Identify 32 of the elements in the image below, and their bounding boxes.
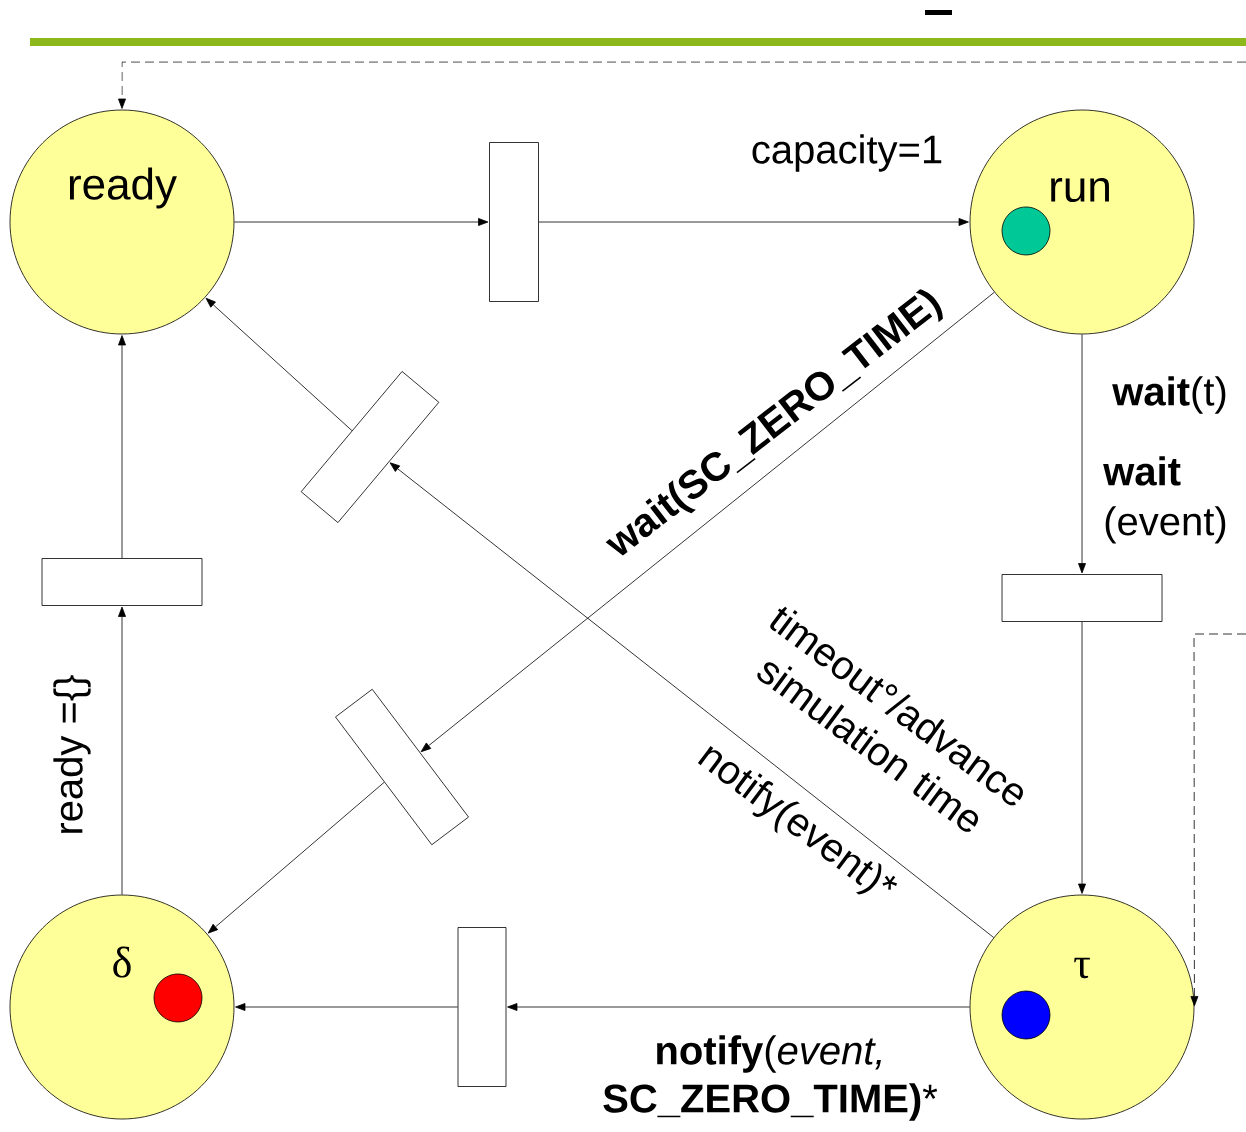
arrow xyxy=(118,61,1246,109)
arrow xyxy=(205,297,353,431)
transition-bar xyxy=(41,558,203,606)
place-label: ready xyxy=(69,167,177,209)
arrow xyxy=(234,218,489,226)
place-circle xyxy=(969,109,1195,335)
place-label: τ xyxy=(1074,957,1090,979)
transition-bar xyxy=(300,371,440,523)
transition-bar xyxy=(335,688,469,846)
place-label: δ xyxy=(113,946,131,978)
arrow xyxy=(118,335,126,559)
arrow xyxy=(420,291,995,753)
arrow xyxy=(1190,633,1246,1007)
edge-label: notify(event, SC_ZERO_TIME)* xyxy=(603,1035,938,1121)
arrow xyxy=(507,1003,970,1011)
arrow xyxy=(207,781,385,934)
arrow xyxy=(118,606,126,895)
arrow xyxy=(1078,334,1086,574)
annotation: wait (event) xyxy=(1103,456,1226,544)
arrow xyxy=(538,218,969,226)
arrow xyxy=(389,462,995,938)
arrow xyxy=(1078,621,1086,894)
transition-bar xyxy=(489,142,539,302)
edge-label: wait(t) xyxy=(1112,376,1226,414)
place-circle xyxy=(9,894,235,1120)
place-circle xyxy=(9,109,235,335)
edge-label: ready ={} xyxy=(53,675,91,833)
transition-bar xyxy=(457,927,507,1087)
place-circle xyxy=(969,894,1195,1120)
arrow xyxy=(235,1003,458,1011)
place-label: run xyxy=(1051,177,1109,203)
edge-label: capacity=1 xyxy=(752,134,942,172)
